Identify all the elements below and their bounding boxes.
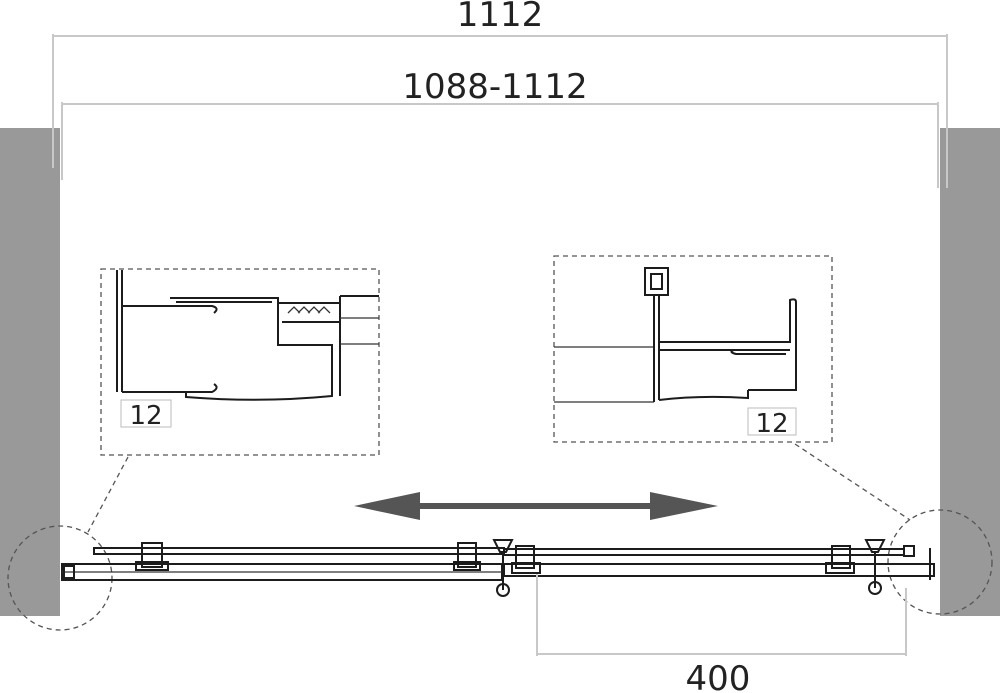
left-leader-line <box>87 456 129 533</box>
left-detail-circle <box>7 525 113 631</box>
right-gap-label: 12 <box>755 409 788 439</box>
right-leader-line <box>794 443 911 521</box>
sliding-direction-arrow <box>354 492 718 520</box>
door-track-plan <box>61 539 935 597</box>
opening-width-label: 400 <box>686 659 751 693</box>
adjustable-range-label: 1088-1112 <box>402 67 587 107</box>
overall-width-dimension: 1112 <box>52 0 948 188</box>
left-gap-label: 12 <box>129 401 162 431</box>
right-profile-detail: 12 <box>553 255 833 443</box>
right-wall <box>940 128 1000 616</box>
adjustable-range-dimension: 1088-1112 <box>61 67 939 188</box>
right-detail-circle <box>887 509 993 615</box>
overall-width-label: 1112 <box>457 0 544 35</box>
opening-width-dimension: 400 <box>536 574 907 693</box>
left-profile-detail: 12 <box>100 268 380 456</box>
left-wall <box>0 128 60 616</box>
